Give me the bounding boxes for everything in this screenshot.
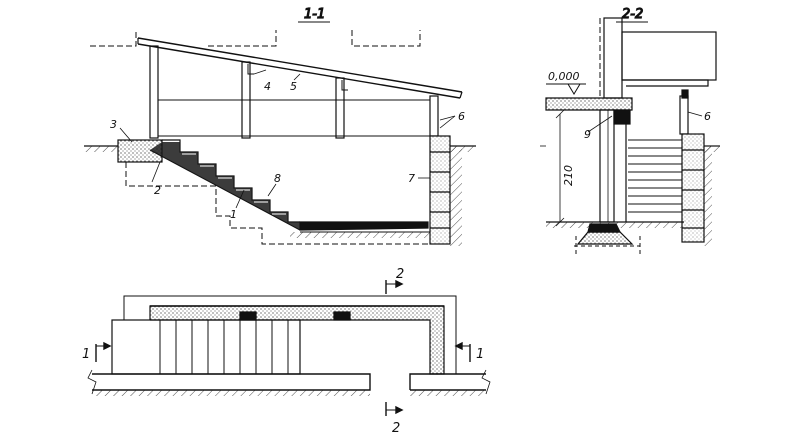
callout-5: 5 bbox=[290, 80, 297, 93]
callout-8: 8 bbox=[274, 172, 281, 185]
callout-7: 7 bbox=[408, 172, 415, 185]
section-2-2: 2-2 bbox=[540, 6, 720, 256]
callout-4: 4 bbox=[264, 80, 271, 93]
section-1-1: 1-1 bbox=[84, 6, 476, 246]
cut-mark-bottom-label: 2 bbox=[392, 421, 400, 436]
roof bbox=[137, 37, 463, 99]
callout-9: 9 bbox=[584, 128, 591, 141]
callout-6: 6 bbox=[458, 110, 465, 123]
section-title-1-1: 1-1 bbox=[304, 7, 325, 22]
cut-mark-top-label: 2 bbox=[396, 267, 404, 282]
plan-view bbox=[87, 295, 491, 396]
callout-6-section-2: 6 bbox=[704, 110, 711, 123]
stairs bbox=[149, 139, 301, 231]
cut-mark-right-label: 1 bbox=[476, 347, 484, 362]
stair-treads-elevation bbox=[628, 139, 684, 213]
plan-stair-treads bbox=[159, 320, 289, 374]
callout-1: 1 bbox=[230, 208, 237, 221]
height-dimension-label: 210 bbox=[562, 165, 575, 186]
section-title-2-2: 2-2 bbox=[622, 7, 643, 22]
elevation-label: 0,000 bbox=[548, 70, 580, 83]
cut-mark-left-label: 1 bbox=[82, 347, 90, 362]
callout-3: 3 bbox=[110, 118, 117, 131]
callout-2: 2 bbox=[154, 184, 161, 197]
cut-marks bbox=[95, 279, 471, 416]
retaining-wall bbox=[429, 135, 451, 245]
